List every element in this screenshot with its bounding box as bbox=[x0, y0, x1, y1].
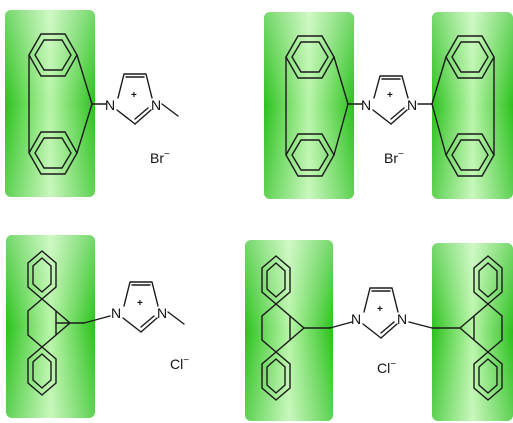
bond bbox=[333, 103, 349, 156]
bond bbox=[140, 317, 158, 333]
benzene-ring bbox=[261, 255, 291, 305]
benzene-ring bbox=[473, 351, 503, 401]
imidazolium-ring bbox=[117, 73, 153, 99]
nitrogen-atom: N bbox=[351, 311, 361, 327]
benzene-ring bbox=[445, 35, 495, 79]
bond bbox=[122, 317, 142, 333]
positive-charge: + bbox=[131, 90, 137, 101]
benzene-ring-inner bbox=[291, 139, 329, 171]
bond bbox=[76, 103, 93, 154]
bond bbox=[431, 103, 447, 156]
nitrogen-atom: N bbox=[407, 97, 417, 113]
highlight-sheen bbox=[264, 12, 354, 199]
nitrogen-atom: N bbox=[157, 305, 167, 321]
nitrogen-atom: N bbox=[151, 97, 161, 113]
structure-bis-fluorenylimidazolium: N N + Br− bbox=[264, 12, 513, 199]
negative-charge: − bbox=[164, 149, 170, 160]
bromide-label: Br bbox=[150, 150, 164, 166]
methylene-bond bbox=[329, 321, 353, 329]
negative-charge: − bbox=[390, 359, 396, 370]
positive-charge: + bbox=[387, 90, 393, 101]
bond bbox=[380, 321, 395, 334]
methylene-bond bbox=[83, 315, 111, 324]
chloride-label: Cl bbox=[170, 356, 183, 372]
structure-fluorenyl-methylimidazolium: N N + Br− bbox=[5, 10, 179, 197]
benzene-ring-inner bbox=[478, 358, 498, 394]
methylene-bond bbox=[408, 321, 433, 329]
nitrogen-atom: N bbox=[105, 97, 115, 113]
chloride-counterion: Cl− bbox=[170, 355, 189, 372]
benzene-ring bbox=[27, 346, 57, 396]
bond bbox=[380, 323, 398, 339]
chloride-label: Cl bbox=[377, 360, 390, 376]
benzene-ring-inner bbox=[32, 353, 52, 389]
bond bbox=[134, 107, 149, 120]
structure-anthracenylmethyl-methylimidazolium: N N + Cl− bbox=[6, 235, 189, 418]
benzene-ring-inner bbox=[34, 137, 72, 169]
nitrogen-atom: N bbox=[397, 311, 407, 327]
benzene-ring-inner bbox=[266, 262, 286, 298]
bromide-counterion: Br− bbox=[384, 149, 404, 166]
bond bbox=[140, 315, 155, 328]
bond bbox=[76, 54, 93, 105]
highlight-sheen bbox=[432, 243, 513, 421]
benzene-ring-inner bbox=[451, 41, 489, 73]
benzene-ring-inner bbox=[291, 41, 329, 73]
methyl-bond bbox=[161, 103, 179, 117]
benzene-ring-inner bbox=[478, 262, 498, 298]
structure-bis-anthracenylmethylimidazolium: N N + Cl− bbox=[245, 240, 513, 421]
highlight-sheen bbox=[432, 12, 513, 199]
bond bbox=[459, 315, 475, 341]
bromide-counterion: Br− bbox=[150, 149, 170, 166]
bond bbox=[362, 323, 382, 339]
benzene-ring bbox=[473, 303, 503, 353]
nitrogen-atom: N bbox=[361, 97, 371, 113]
bond bbox=[390, 109, 408, 125]
benzene-ring-inner bbox=[34, 39, 72, 71]
bond bbox=[390, 107, 405, 120]
bond bbox=[134, 109, 152, 125]
methyl-bond bbox=[167, 311, 185, 325]
benzene-ring bbox=[445, 133, 495, 177]
negative-charge: − bbox=[183, 355, 189, 366]
bond bbox=[431, 56, 447, 105]
imidazolium-ring bbox=[123, 281, 159, 307]
bromide-label: Br bbox=[384, 150, 398, 166]
imidazolium-ring bbox=[373, 75, 409, 99]
highlight-sheen bbox=[6, 235, 95, 418]
bond bbox=[116, 109, 136, 125]
positive-charge: + bbox=[137, 298, 143, 309]
positive-charge: + bbox=[377, 304, 383, 315]
highlight-sheen bbox=[5, 10, 95, 197]
benzene-ring bbox=[27, 250, 57, 300]
nitrogen-atom: N bbox=[111, 305, 121, 321]
imidazolium-ring bbox=[363, 287, 399, 313]
benzene-ring-inner bbox=[451, 139, 489, 171]
bond bbox=[333, 56, 349, 105]
benzene-ring bbox=[473, 255, 503, 305]
benzene-ring-inner bbox=[32, 257, 52, 293]
bond bbox=[372, 109, 392, 125]
negative-charge: − bbox=[398, 149, 404, 160]
chloride-counterion: Cl− bbox=[377, 359, 396, 376]
benzene-ring-inner bbox=[266, 358, 286, 394]
benzene-ring bbox=[261, 351, 291, 401]
